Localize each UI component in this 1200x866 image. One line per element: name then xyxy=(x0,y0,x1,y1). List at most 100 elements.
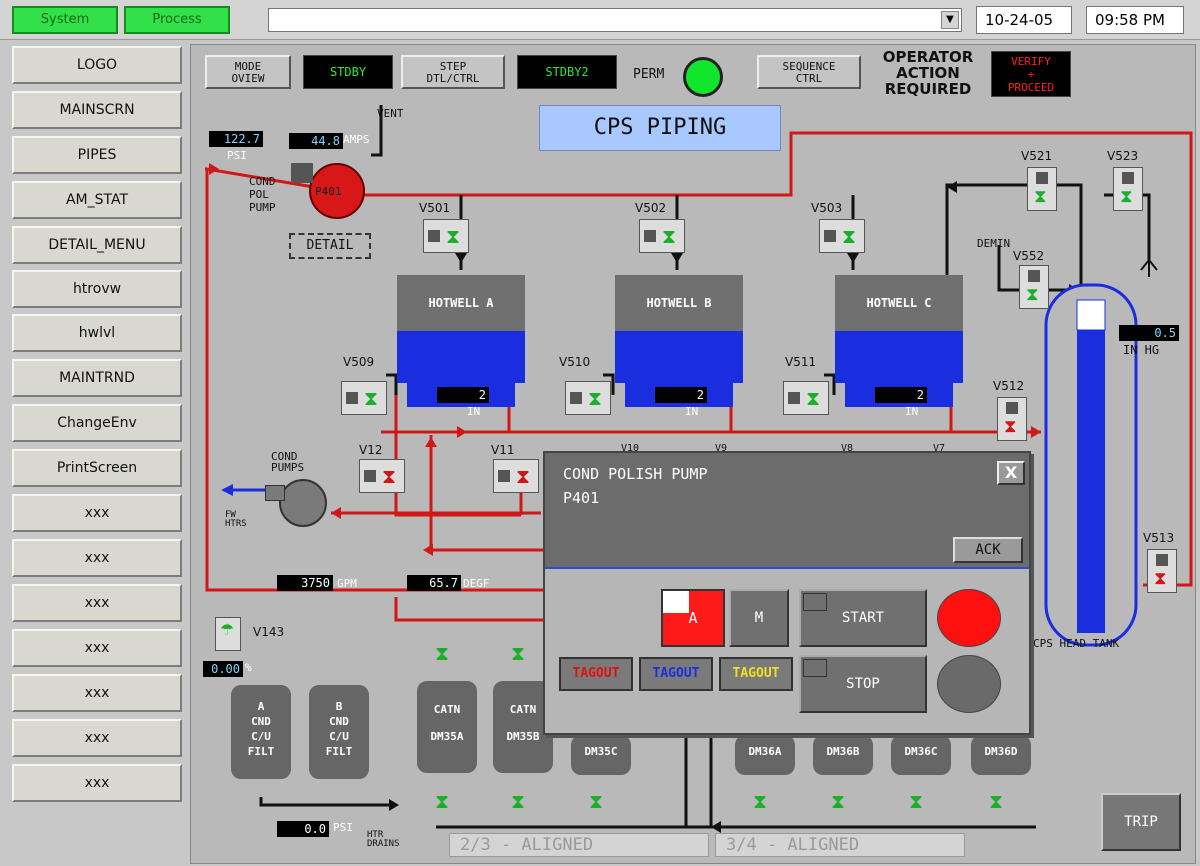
screen-selector[interactable]: ▼ xyxy=(268,8,962,32)
stop-button[interactable]: STOP xyxy=(799,655,927,713)
ack-button[interactable]: ACK xyxy=(953,537,1023,563)
perm-indicator xyxy=(683,57,723,97)
valve-open-icon[interactable]: ⧗ xyxy=(511,641,526,665)
nav-mainscrn[interactable]: MAINSCRN xyxy=(12,91,182,129)
close-icon[interactable]: X xyxy=(997,461,1025,485)
demin-dm36a[interactable]: DM36A xyxy=(735,735,795,775)
valve-open-icon[interactable]: ⧗ xyxy=(511,789,526,813)
v523-valve[interactable]: ⧗ xyxy=(1113,167,1143,211)
date-field: 10-24-05 xyxy=(976,6,1072,34)
v510-valve[interactable]: ⧗ xyxy=(565,381,611,415)
step-detail-control-button[interactable]: STEP DTL/CTRL xyxy=(401,55,505,89)
nav-placeholder-4[interactable]: xxx xyxy=(12,629,182,667)
auto-mode-button[interactable]: A xyxy=(661,589,725,647)
piping-diagram xyxy=(205,105,1193,833)
nav-printscreen[interactable]: PrintScreen xyxy=(12,449,182,487)
page-title: CPS PIPING xyxy=(539,105,781,151)
v513-valve[interactable]: ⧗ xyxy=(1147,549,1177,593)
mode-overview-button[interactable]: MODE OVIEW xyxy=(205,55,291,89)
hotwell-b[interactable]: HOTWELL B 2 IN xyxy=(615,275,743,418)
valve-open-icon: ⧗ xyxy=(1034,186,1047,207)
p401-pump-motor xyxy=(291,163,313,183)
v503-valve[interactable]: ⧗ xyxy=(819,219,865,253)
p401-pump-icon[interactable] xyxy=(309,163,365,219)
valve-open-icon: ⧗ xyxy=(842,224,857,248)
nav-htrovw[interactable]: htrovw xyxy=(12,270,182,308)
nav-placeholder-1[interactable]: xxx xyxy=(12,494,182,532)
v511-valve[interactable]: ⧗ xyxy=(783,381,829,415)
chevron-down-icon[interactable]: ▼ xyxy=(941,11,959,29)
valve-open-icon[interactable]: ⧗ xyxy=(435,641,450,665)
valve-open-icon: ⧗ xyxy=(446,224,461,248)
v9-label: V9 xyxy=(715,443,728,454)
demin-dm35b-type: CATN xyxy=(509,703,537,716)
start-button[interactable]: START xyxy=(799,589,927,647)
nav-placeholder-3[interactable]: xxx xyxy=(12,584,182,622)
tagout-red-button[interactable]: TAGOUT xyxy=(559,657,633,691)
hotwell-a-level-readout: 2 xyxy=(437,387,489,403)
nav-placeholder-6[interactable]: xxx xyxy=(12,719,182,757)
sequence-control-button[interactable]: SEQUENCE CTRL xyxy=(757,55,861,89)
nav-placeholder-7[interactable]: xxx xyxy=(12,764,182,802)
v521-label: V521 xyxy=(1021,149,1053,163)
trip-button[interactable]: TRIP xyxy=(1101,793,1181,851)
v512-valve[interactable]: ⧗ xyxy=(997,397,1027,441)
v11-valve[interactable]: ⧗ xyxy=(493,459,539,493)
manual-mode-button[interactable]: M xyxy=(729,589,789,647)
red-pipe-arrows xyxy=(209,163,1041,556)
hotwell-a[interactable]: HOTWELL A 2 IN xyxy=(397,275,525,418)
top-bar: System Process ▼ 10-24-05 09:58 PM xyxy=(0,0,1200,40)
valve-open-icon[interactable]: ⧗ xyxy=(909,789,924,813)
nav-changeenv[interactable]: ChangeEnv xyxy=(12,404,182,442)
faceplate-header: COND POLISH PUMP P401 X ACK xyxy=(545,453,1029,569)
v552-valve[interactable]: ⧗ xyxy=(1019,265,1049,309)
cond-pump-icon[interactable] xyxy=(279,479,327,527)
tab-process[interactable]: Process xyxy=(124,6,230,34)
v501-valve[interactable]: ⧗ xyxy=(423,219,469,253)
demin-dm35a[interactable]: CATN DM35A xyxy=(417,681,477,773)
demin-dm36c[interactable]: DM36C xyxy=(891,735,951,775)
valve-open-icon: ⧗ xyxy=(588,386,603,410)
nav-hwlvl[interactable]: hwlvl xyxy=(12,314,182,352)
filter-a[interactable]: A CND C/U FILT xyxy=(231,685,291,779)
v509-actuator-icon xyxy=(346,392,358,404)
p401-amps-unit: AMPS xyxy=(343,133,370,146)
nav-am-stat[interactable]: AM_STAT xyxy=(12,181,182,219)
aligned-status-2: 3/4 - ALIGNED xyxy=(715,833,965,857)
detail-button[interactable]: DETAIL xyxy=(289,233,371,259)
hotwell-c-level-unit: IN xyxy=(905,405,919,418)
v143-valve[interactable]: ☂ xyxy=(215,617,241,651)
valve-open-icon[interactable]: ⧗ xyxy=(589,789,604,813)
demin-dm36b[interactable]: DM36B xyxy=(813,735,873,775)
filter-b[interactable]: B CND C/U FILT xyxy=(309,685,369,779)
drain-psi-readout: 0.0 xyxy=(277,821,329,837)
verify-proceed-button[interactable]: VERIFY + PROCEED xyxy=(991,51,1071,97)
tagout-yellow-button[interactable]: TAGOUT xyxy=(719,657,793,691)
valve-open-icon: ⧗ xyxy=(662,224,677,248)
valve-open-icon[interactable]: ⧗ xyxy=(989,789,1004,813)
demin-dm35a-label: DM35A xyxy=(430,730,464,743)
valve-open-icon[interactable]: ⧗ xyxy=(831,789,846,813)
nav-placeholder-2[interactable]: xxx xyxy=(12,539,182,577)
v502-valve[interactable]: ⧗ xyxy=(639,219,685,253)
v521-valve[interactable]: ⧗ xyxy=(1027,167,1057,211)
v509-label: V509 xyxy=(343,355,375,369)
v12-valve[interactable]: ⧗ xyxy=(359,459,405,493)
nav-detail-menu[interactable]: DETAIL_MENU xyxy=(12,226,182,264)
demin-dm35b[interactable]: CATN DM35B xyxy=(493,681,553,773)
nav-maintrnd[interactable]: MAINTRND xyxy=(12,359,182,397)
valve-open-icon[interactable]: ⧗ xyxy=(753,789,768,813)
v509-valve[interactable]: ⧗ xyxy=(341,381,387,415)
v11-actuator-icon xyxy=(498,470,510,482)
tab-system[interactable]: System xyxy=(12,6,118,34)
demin-dm35c[interactable]: DM35C xyxy=(571,735,631,775)
valve-open-icon[interactable]: ⧗ xyxy=(435,789,450,813)
nav-placeholder-5[interactable]: xxx xyxy=(12,674,182,712)
hotwell-b-level-unit: IN xyxy=(685,405,699,418)
nav-logo[interactable]: LOGO xyxy=(12,46,182,84)
tagout-blue-button[interactable]: TAGOUT xyxy=(639,657,713,691)
v12-label: V12 xyxy=(359,443,383,457)
hotwell-c[interactable]: HOTWELL C 2 IN xyxy=(835,275,963,418)
demin-dm36d[interactable]: DM36D xyxy=(971,735,1031,775)
nav-pipes[interactable]: PIPES xyxy=(12,136,182,174)
